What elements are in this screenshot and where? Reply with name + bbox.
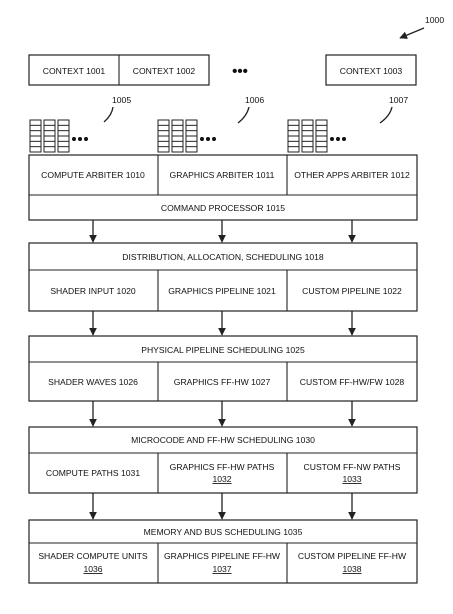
queue-group-3-pointer xyxy=(379,106,393,124)
stage-2-frame xyxy=(28,335,418,402)
queue-ellipsis-dot xyxy=(336,137,340,141)
flow-arrows xyxy=(89,220,356,520)
queue-group-1-ref: 1005 xyxy=(112,95,131,105)
queue-ellipsis-dot xyxy=(72,137,76,141)
arbiter-block-frame xyxy=(28,154,418,221)
graphics-pipeline: GRAPHICS PIPELINE 1021 xyxy=(168,286,276,296)
shader-waves: SHADER WAVES 1026 xyxy=(48,377,138,387)
queue-group xyxy=(29,119,88,153)
queue-ellipsis-dot xyxy=(330,137,334,141)
custom-ff-nw-paths: CUSTOM FF-NW PATHS xyxy=(304,462,401,472)
queue-ellipsis-dot xyxy=(342,137,346,141)
stage-microcode: MICROCODE AND FF-HW SCHEDULING 1030 COMP… xyxy=(28,426,418,494)
stage-1-frame xyxy=(28,242,418,312)
queue-ellipsis-dot xyxy=(84,137,88,141)
shader-input: SHADER INPUT 1020 xyxy=(50,286,136,296)
custom-ff-hw-fw: CUSTOM FF-HW/FW 1028 xyxy=(300,377,405,387)
stage-4-header: MEMORY AND BUS SCHEDULING 1035 xyxy=(144,527,303,537)
queue-group-1-pointer xyxy=(103,106,114,123)
context-ellipsis: ••• xyxy=(232,63,248,80)
figure-ref-pointer xyxy=(399,27,425,39)
command-processor: COMMAND PROCESSOR 1015 xyxy=(161,203,285,213)
custom-pipeline: CUSTOM PIPELINE 1022 xyxy=(302,286,402,296)
custom-ff-nw-paths-ref: 1033 xyxy=(342,474,361,484)
queue-group-3-ref: 1007 xyxy=(389,95,408,105)
custom-pipeline-ff-hw-ref: 1038 xyxy=(342,564,361,574)
queue-group-2-ref: 1006 xyxy=(245,95,264,105)
arbiter-block: COMPUTE ARBITER 1010 GRAPHICS ARBITER 10… xyxy=(28,154,418,221)
stage-3-frame xyxy=(28,426,418,494)
shader-compute-units: SHADER COMPUTE UNITS xyxy=(38,551,148,561)
context-row: CONTEXT 1001 CONTEXT 1002 ••• CONTEXT 10… xyxy=(28,54,417,86)
other-apps-arbiter: OTHER APPS ARBITER 1012 xyxy=(294,170,410,180)
stage-4-frame xyxy=(28,519,418,584)
queue-group xyxy=(157,119,216,153)
compute-arbiter: COMPUTE ARBITER 1010 xyxy=(41,170,145,180)
context-box-3 xyxy=(325,54,417,86)
graphics-arbiter: GRAPHICS ARBITER 1011 xyxy=(170,170,275,180)
queue-group xyxy=(287,119,346,153)
stage-distribution: DISTRIBUTION, ALLOCATION, SCHEDULING 101… xyxy=(28,242,418,312)
queue-group-2-pointer xyxy=(237,106,250,124)
stage-2-header: PHYSICAL PIPELINE SCHEDULING 1025 xyxy=(141,345,305,355)
graphics-pipeline-ff-hw: GRAPHICS PIPELINE FF-HW xyxy=(164,551,281,561)
context-2-label: CONTEXT 1002 xyxy=(133,66,196,76)
context-1-label: CONTEXT 1001 xyxy=(43,66,106,76)
compute-paths: COMPUTE PATHS 1031 xyxy=(46,468,140,478)
context-3-label: CONTEXT 1003 xyxy=(340,66,403,76)
shader-compute-units-ref: 1036 xyxy=(83,564,102,574)
stage-memory-bus: MEMORY AND BUS SCHEDULING 1035 SHADER CO… xyxy=(28,519,418,584)
stage-1-header: DISTRIBUTION, ALLOCATION, SCHEDULING 101… xyxy=(122,252,324,262)
queue-groups xyxy=(29,119,346,153)
graphics-pipeline-ff-hw-ref: 1037 xyxy=(212,564,231,574)
queue-ellipsis-dot xyxy=(200,137,204,141)
graphics-ff-hw: GRAPHICS FF-HW 1027 xyxy=(174,377,271,387)
queue-ellipsis-dot xyxy=(212,137,216,141)
custom-pipeline-ff-hw: CUSTOM PIPELINE FF-HW xyxy=(298,551,407,561)
stage-3-header: MICROCODE AND FF-HW SCHEDULING 1030 xyxy=(131,435,315,445)
figure-ref: 1000 xyxy=(425,15,444,25)
stage-physical-pipeline: PHYSICAL PIPELINE SCHEDULING 1025 SHADER… xyxy=(28,335,418,402)
graphics-ff-hw-paths: GRAPHICS FF-HW PATHS xyxy=(170,462,275,472)
queue-ellipsis-dot xyxy=(206,137,210,141)
queue-ellipsis-dot xyxy=(78,137,82,141)
graphics-ff-hw-paths-ref: 1032 xyxy=(212,474,231,484)
